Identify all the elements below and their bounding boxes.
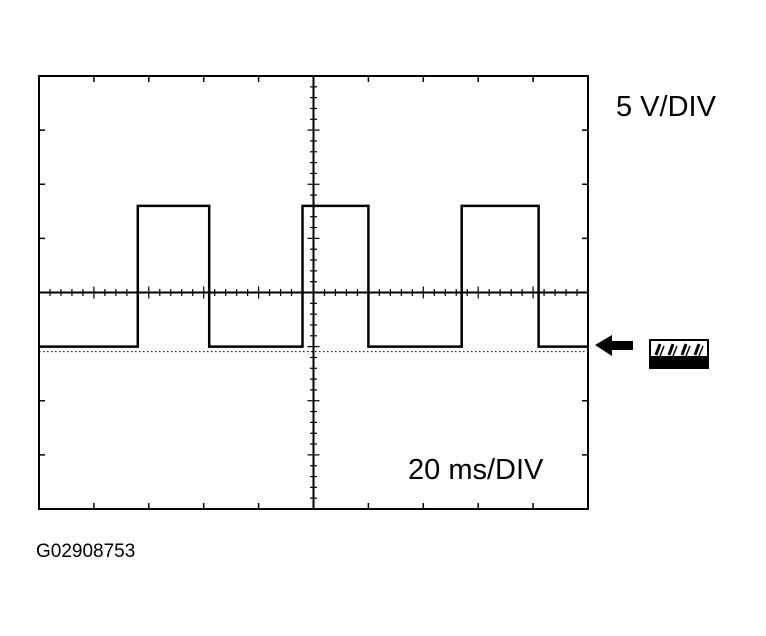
volts-per-div-label: 5 V/DIV [616,91,717,123]
time-per-div-label: 20 ms/DIV [408,454,544,486]
ground-marker [595,335,709,369]
screen-frame-layer [38,75,589,510]
waveform-layer [39,204,588,348]
left-arrow-icon [595,335,633,356]
square-wave-trace [39,204,588,348]
figure-id-label: G02908753 [36,541,135,562]
ground-symbol-icon [649,339,709,369]
